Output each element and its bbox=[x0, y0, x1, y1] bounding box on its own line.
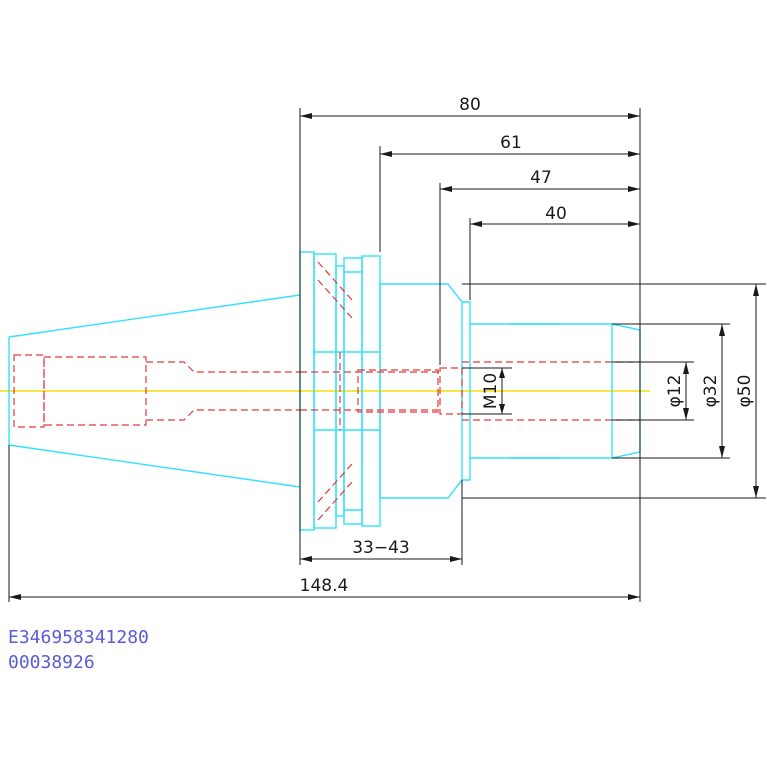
part-number: E346958341280 bbox=[8, 627, 149, 648]
dim-total-label: 148.4 bbox=[300, 576, 349, 596]
dimension-lines bbox=[8, 108, 766, 602]
dim-80-label: 80 bbox=[459, 95, 481, 115]
dim-flange-label: φ50 bbox=[735, 375, 755, 408]
dim-40-label: 40 bbox=[545, 204, 567, 224]
article-number: 00038926 bbox=[8, 652, 95, 673]
dim-thread-label: M10 bbox=[481, 373, 501, 409]
dimension-arrows bbox=[9, 113, 759, 600]
dim-bore-label: φ12 bbox=[665, 375, 685, 408]
dim-shank-label: φ32 bbox=[701, 375, 721, 408]
dim-47-label: 47 bbox=[530, 168, 552, 188]
dim-61-label: 61 bbox=[500, 133, 522, 153]
taper-shank bbox=[8, 294, 301, 488]
dim-range-label: 33−43 bbox=[352, 538, 410, 558]
hidden-bores bbox=[13, 261, 640, 521]
